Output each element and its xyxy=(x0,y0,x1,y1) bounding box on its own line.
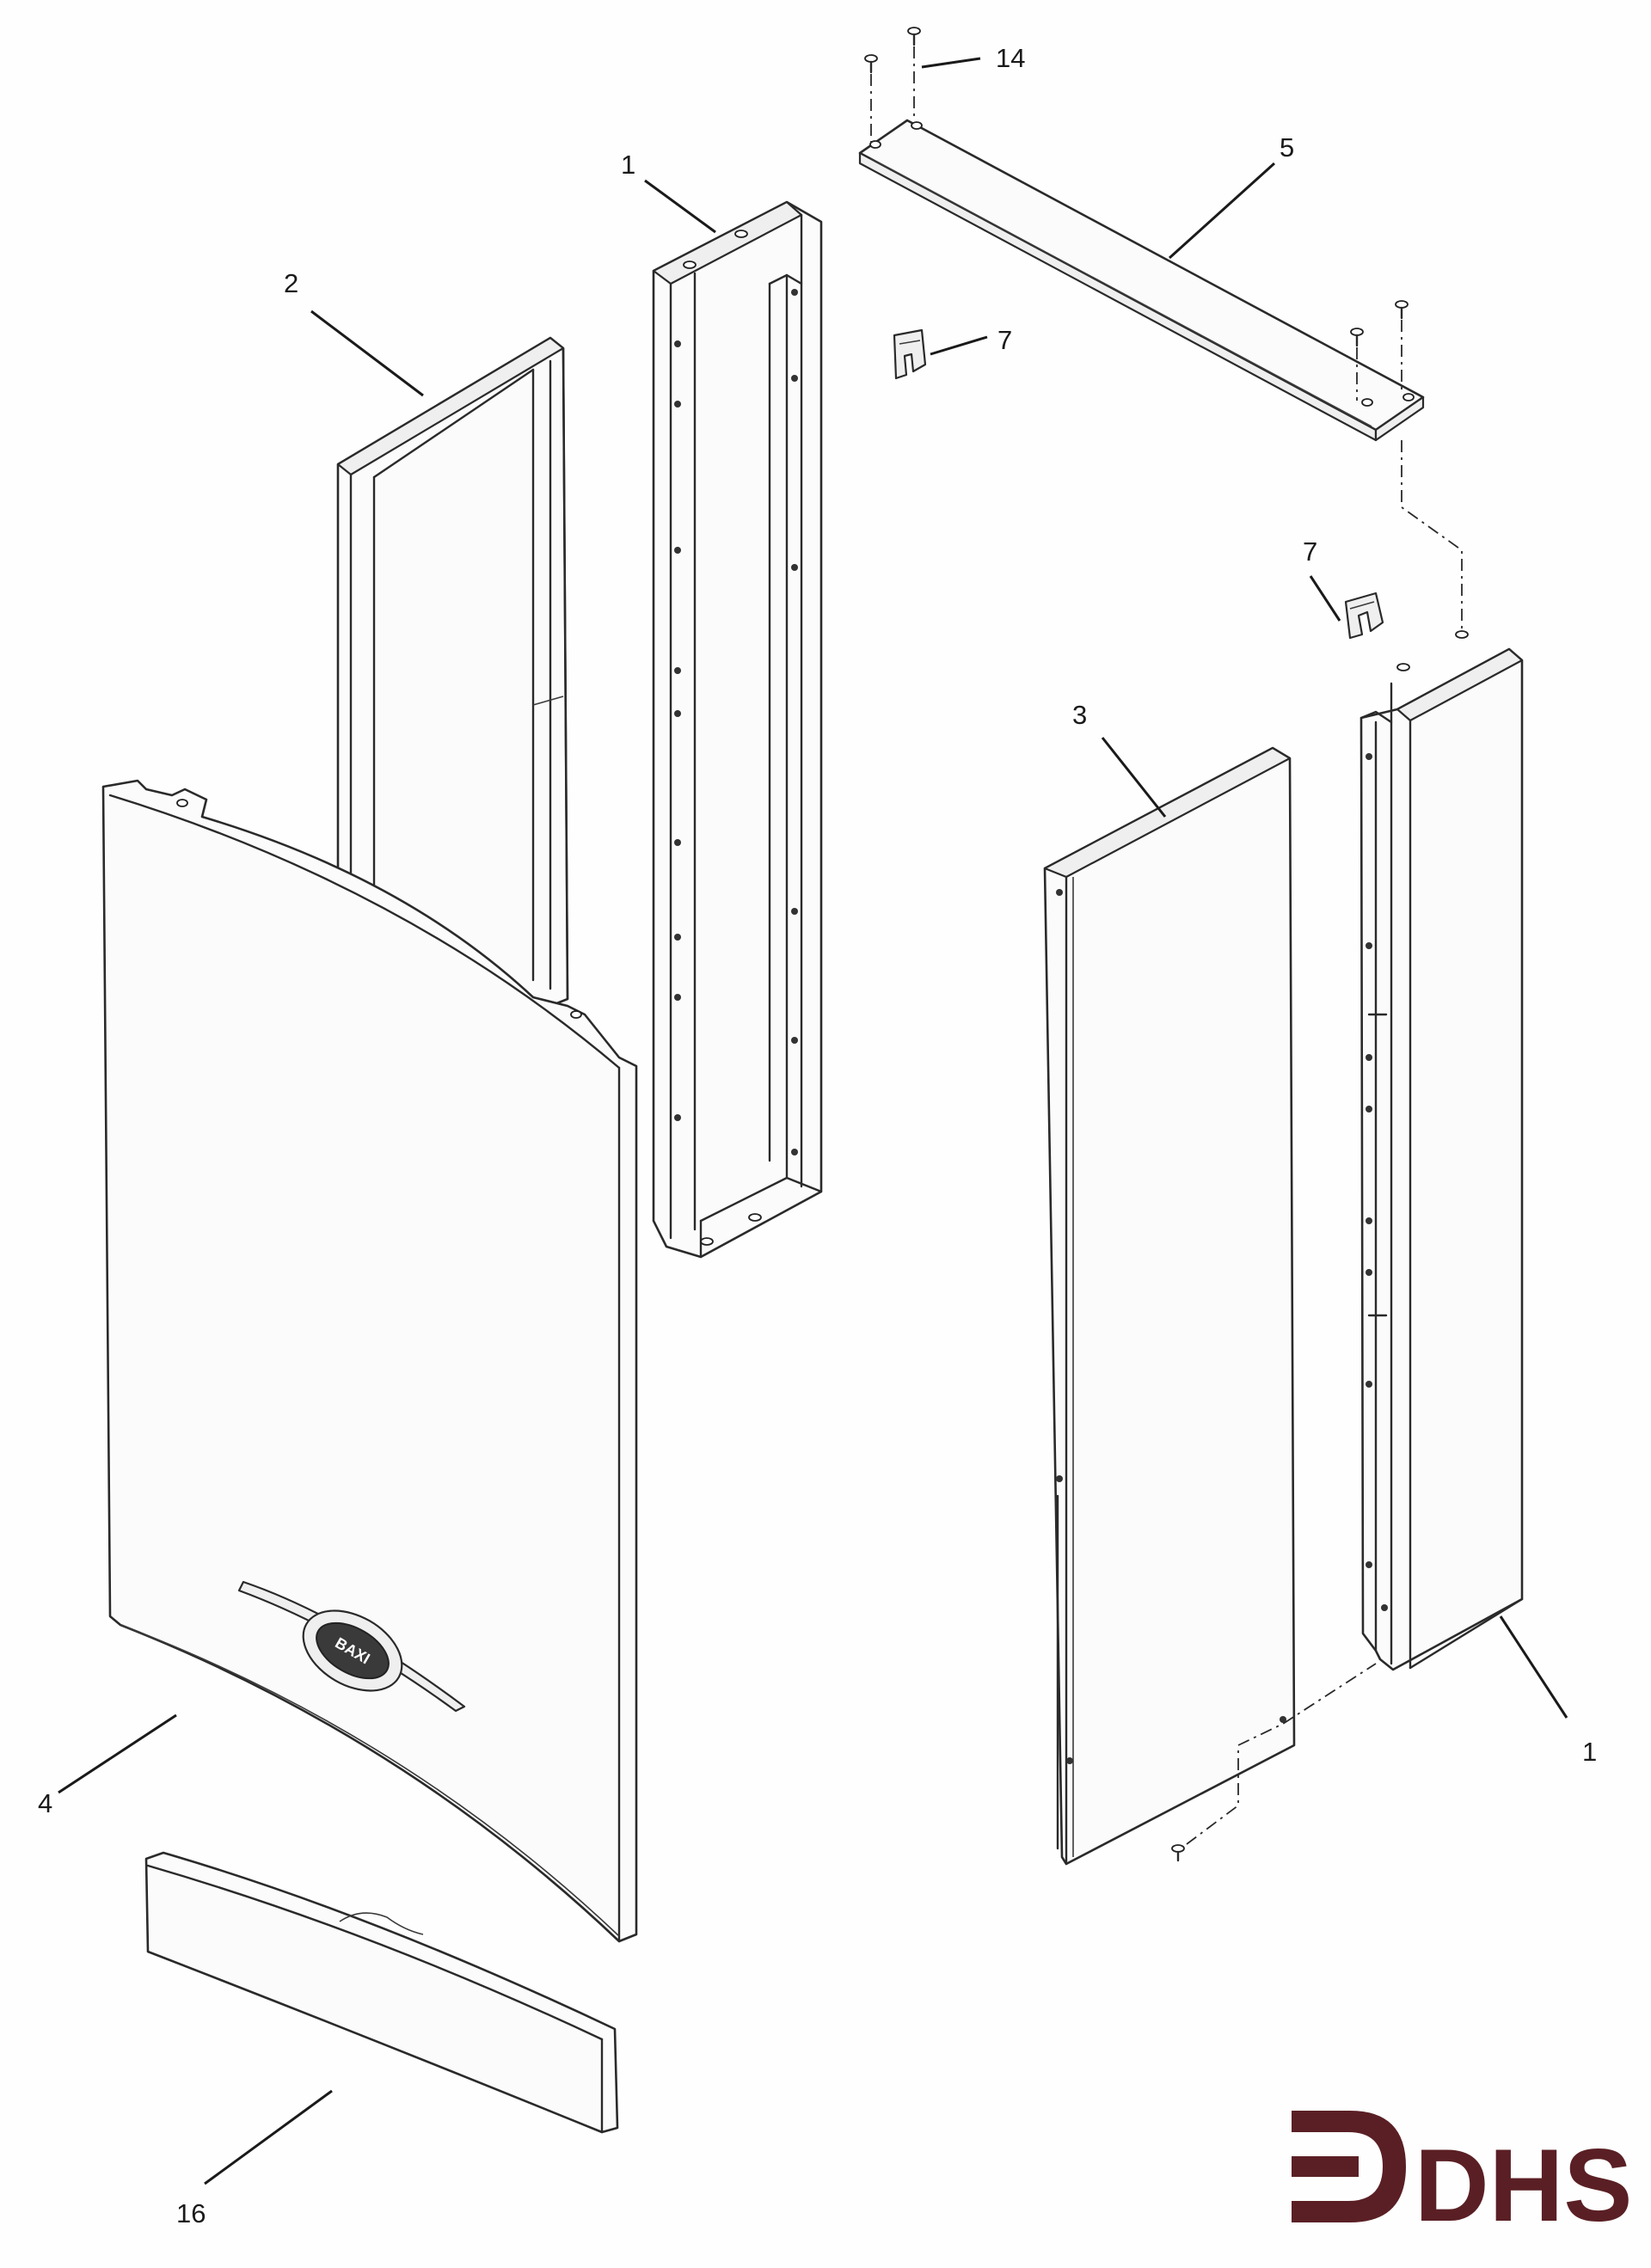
callout-3: 3 xyxy=(1072,700,1087,730)
callout-1-right: 1 xyxy=(1582,1737,1597,1767)
callout-5: 5 xyxy=(1280,132,1294,162)
part-3-side-panel xyxy=(1043,746,1377,1866)
assembly-line-top-right xyxy=(1401,440,1463,636)
callout-labels: 14 5 1 2 7 7 3 1 4 16 xyxy=(38,43,1597,2228)
callout-2: 2 xyxy=(284,268,298,298)
dhs-logo: DHS xyxy=(1292,2111,1632,2243)
leader-lines xyxy=(58,57,1568,2185)
part-2-inner-frame xyxy=(336,336,569,1008)
part-14-screws xyxy=(864,27,1409,401)
callout-7-mid: 7 xyxy=(1303,536,1317,567)
part-1-left-frame xyxy=(652,200,823,1259)
screw xyxy=(1395,300,1409,320)
part-5-top-bar xyxy=(858,119,1425,442)
part-1-right-frame xyxy=(1359,630,1524,1671)
frame-holes xyxy=(1366,753,1388,1611)
screw xyxy=(1350,328,1364,347)
callout-4: 4 xyxy=(38,1788,52,1818)
callout-1-top: 1 xyxy=(621,150,635,180)
callout-7-top: 7 xyxy=(997,325,1012,355)
dhs-logo-text: DHS xyxy=(1415,2128,1632,2243)
side-panel-screw xyxy=(1171,1844,1185,1862)
frame-holes xyxy=(674,289,798,1155)
screw xyxy=(864,54,878,74)
part-7-clip-top xyxy=(893,328,927,380)
part-16-lower-trim xyxy=(144,1851,619,2134)
part-4-front-panel: BAXI xyxy=(101,779,638,1943)
callout-14: 14 xyxy=(996,43,1025,73)
callout-16: 16 xyxy=(176,2198,206,2228)
screw xyxy=(907,27,921,46)
part-7-clip-mid xyxy=(1344,592,1384,640)
front-badge-strip: BAXI xyxy=(237,1580,466,1713)
dhs-logo-mark xyxy=(1292,2111,1406,2222)
